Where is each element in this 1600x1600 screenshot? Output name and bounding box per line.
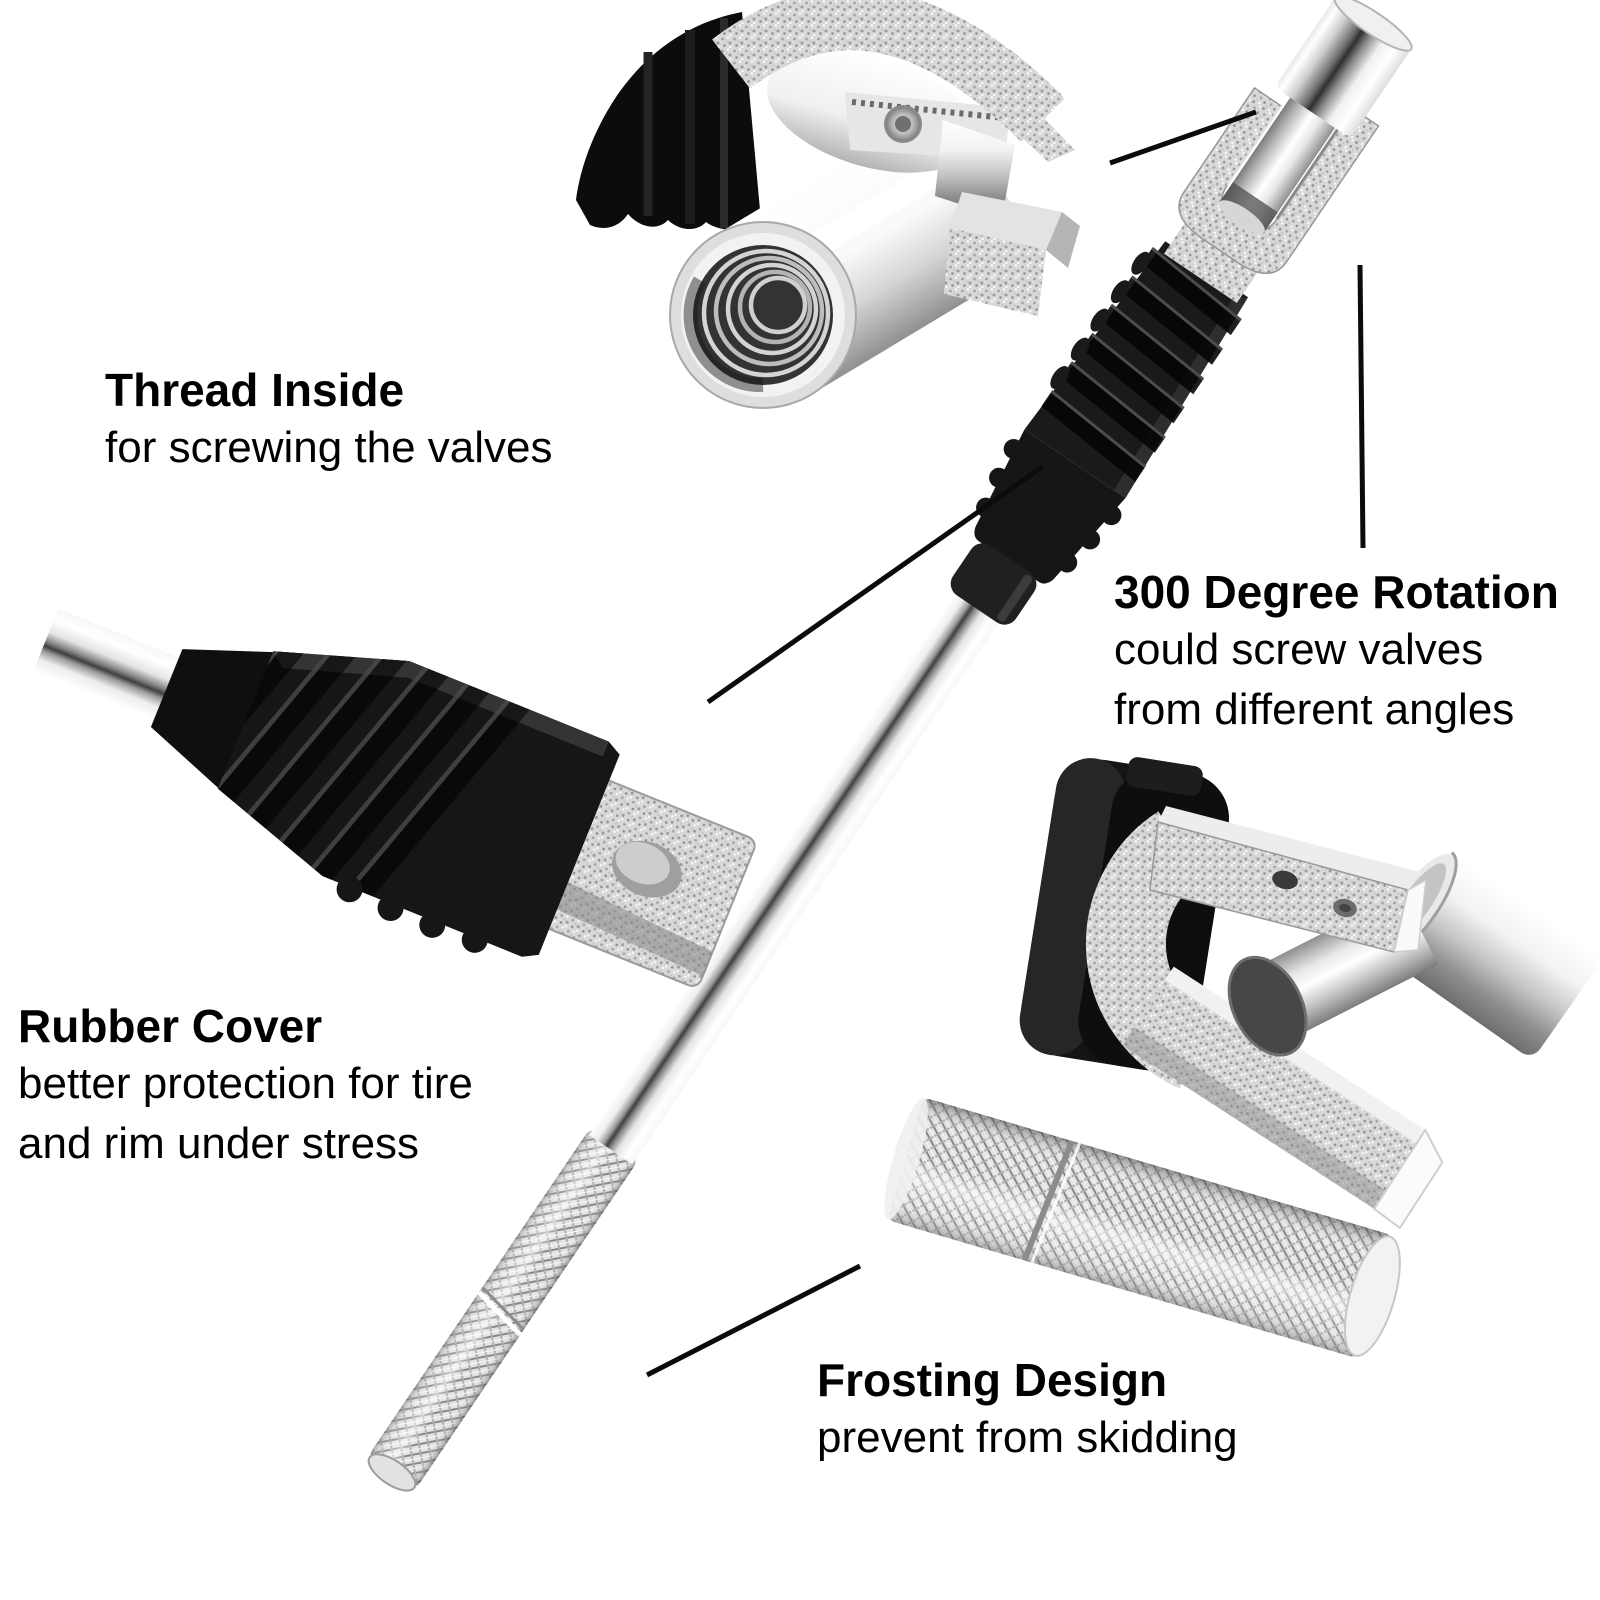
rotation-title: 300 Degree Rotation (1114, 566, 1559, 618)
tool-shaft (589, 581, 1007, 1165)
rotation-desc-line2: from different angles (1114, 685, 1515, 734)
callout-line-thread-inside (1109, 109, 1257, 166)
swivel-bracket (935, 120, 1015, 218)
top-bar (1149, 806, 1427, 953)
swivel-head-closeup-illustration (1019, 757, 1598, 1230)
frosting-title: Frosting Design (817, 1354, 1168, 1406)
rod-groove (1021, 1139, 1075, 1262)
drive-cube-front (944, 228, 1046, 316)
bottom-bar (1122, 966, 1444, 1230)
rubber-cover-closeup-illustration (33, 608, 756, 987)
callout-line-frosting (645, 1263, 862, 1378)
rubber-grip (950, 241, 1249, 625)
rubber-cover-title: Rubber Cover (18, 1000, 323, 1052)
frosted-arch (712, 0, 1065, 142)
rotation-desc-line1: could screw valves (1114, 625, 1484, 674)
callout-thread-inside: Thread Inside for screwing the valves (105, 362, 553, 478)
rubber-wedge (576, 12, 762, 232)
rubber-cover-desc-line1: better protection for tire (18, 1059, 473, 1108)
rubber-cover-desc-line2: and rim under stress (18, 1119, 420, 1168)
thread-inside-desc: for screwing the valves (105, 423, 553, 472)
callout-rotation: 300 Degree Rotation could screw valves f… (1114, 564, 1559, 740)
callout-line-rotation (1357, 264, 1366, 549)
knurled-rod-closeup-illustration (884, 1098, 1401, 1357)
rubber-block (150, 649, 279, 792)
callout-line-rubber-cover (706, 464, 1044, 705)
frosting-desc: prevent from skidding (817, 1413, 1238, 1462)
drive-cube-top (950, 192, 1062, 250)
callout-frosting: Frosting Design prevent from skidding (817, 1352, 1238, 1468)
valve-tool-illustration (367, 0, 1413, 1492)
thread-inside-title: Thread Inside (105, 364, 405, 416)
callout-rubber-cover: Rubber Cover better protection for tire … (18, 998, 473, 1174)
thread-inside-closeup-illustration (576, 0, 1080, 409)
